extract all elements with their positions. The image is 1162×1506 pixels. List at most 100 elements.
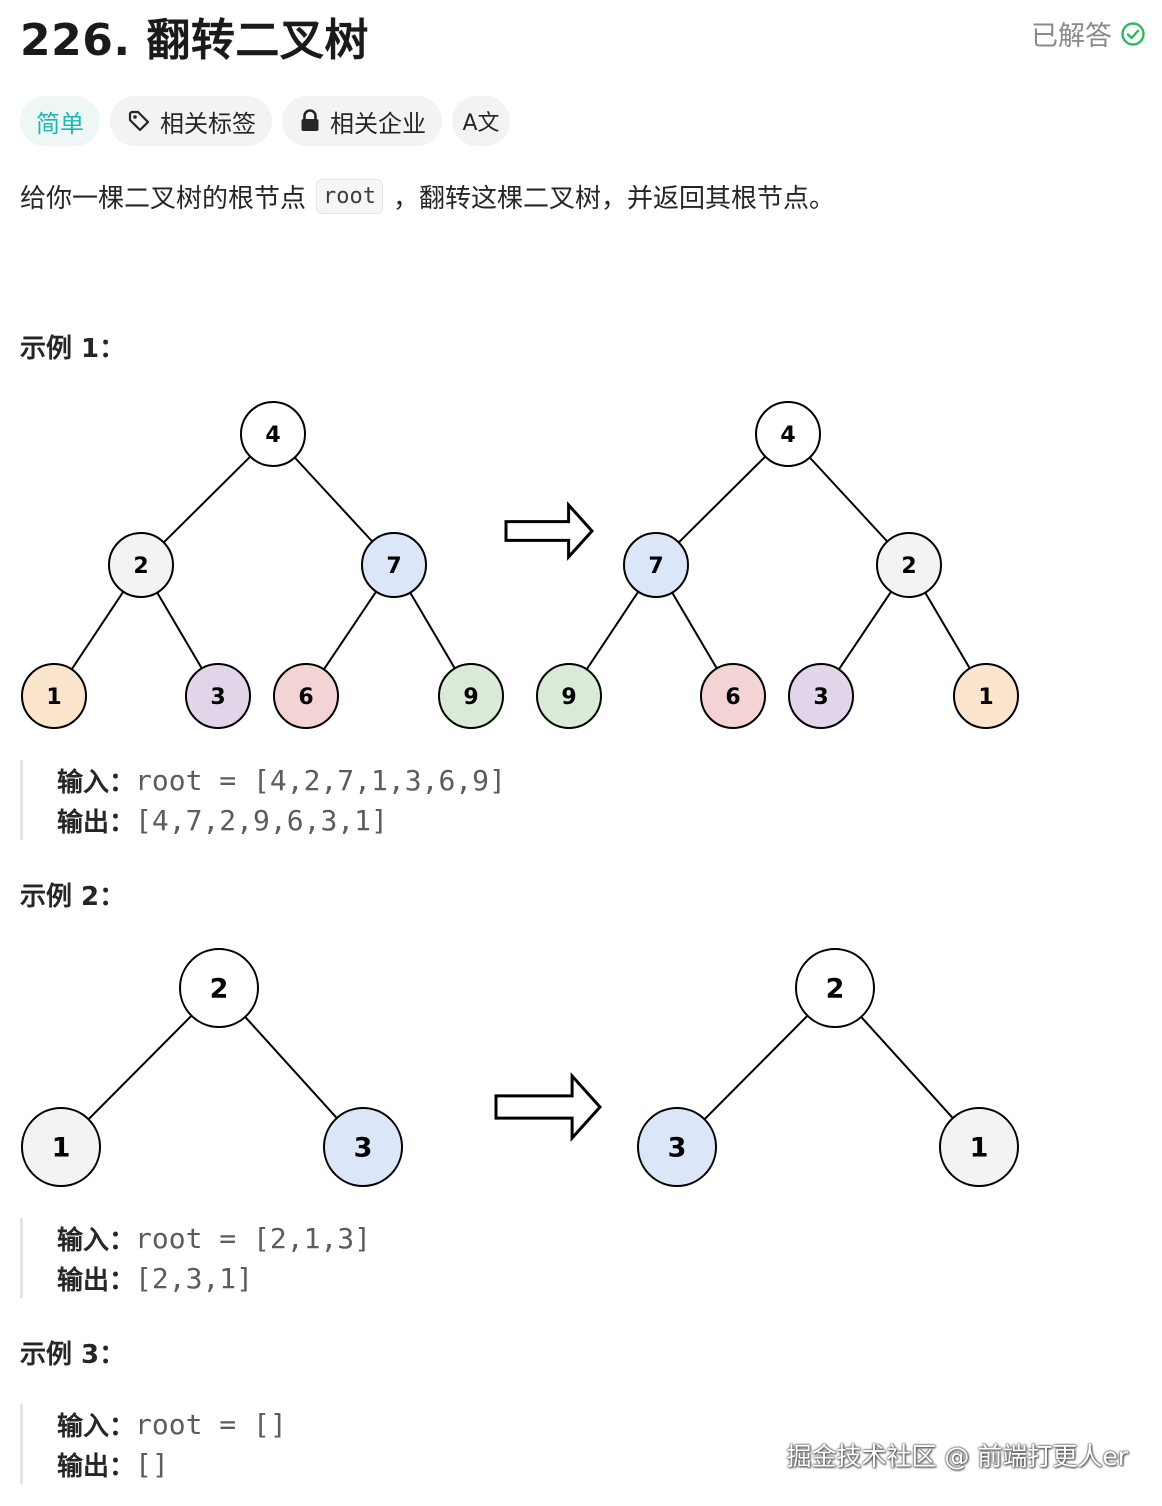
problem-description: 给你一棵二叉树的根节点 root ，翻转这棵二叉树，并返回其根节点。 bbox=[20, 178, 835, 215]
example-1-before-node-label: 2 bbox=[133, 554, 148, 579]
example-2-output: 输出： [2,3,1] bbox=[57, 1258, 371, 1298]
example-1-before-node bbox=[273, 663, 339, 729]
example-1-after-node-label: 3 bbox=[813, 685, 828, 710]
input-label: 输入： bbox=[57, 1411, 136, 1442]
solved-label: 已解答 bbox=[1031, 21, 1112, 52]
difficulty-label: 简单 bbox=[36, 109, 84, 138]
problem-title: 226. 翻转二叉树 bbox=[20, 15, 369, 66]
example-1-before-edge bbox=[409, 592, 456, 669]
example-1-before-node bbox=[21, 663, 87, 729]
example-1-after-node bbox=[788, 663, 854, 729]
input-value: root = [] bbox=[135, 1407, 287, 1441]
example-2-after-edge bbox=[860, 1016, 954, 1119]
example-2-before-node bbox=[21, 1107, 101, 1187]
example-2-after-node-label: 2 bbox=[826, 974, 845, 1005]
translate-button[interactable]: A文 bbox=[452, 96, 510, 146]
example-1-before-edge bbox=[323, 591, 377, 670]
input-label: 输入： bbox=[57, 1225, 136, 1256]
example-2-before-node bbox=[323, 1107, 403, 1187]
example-1-after-edge bbox=[808, 456, 889, 543]
example-2-io: 输入： root = [2,1,3] 输出： [2,3,1] bbox=[20, 1218, 371, 1298]
description-text-after: ，翻转这棵二叉树，并返回其根节点。 bbox=[393, 184, 836, 214]
example-1-before-node bbox=[361, 532, 427, 598]
example-2-title: 示例 2： bbox=[20, 882, 126, 912]
input-label: 输入： bbox=[57, 767, 136, 798]
example-1-after-edge bbox=[585, 591, 640, 670]
example-1-after-node-label: 1 bbox=[978, 685, 993, 710]
example-1-input: 输入： root = [4,2,7,1,3,6,9] bbox=[57, 760, 506, 800]
example-2-before-node-label: 2 bbox=[210, 974, 229, 1005]
example-1-after-node bbox=[623, 532, 689, 598]
example-1-before-edge bbox=[163, 455, 251, 544]
input-value: root = [2,1,3] bbox=[135, 1221, 372, 1255]
example-1-before-node bbox=[185, 663, 251, 729]
example-3-title: 示例 3： bbox=[20, 1340, 126, 1370]
example-1-after-node-label: 7 bbox=[648, 554, 663, 579]
description-text-before: 给你一棵二叉树的根节点 bbox=[20, 184, 307, 214]
example-3-io: 输入： root = [] 输出： [] bbox=[20, 1404, 287, 1484]
example-2-after-node-label: 3 bbox=[668, 1133, 687, 1164]
related-companies-label: 相关企业 bbox=[330, 109, 426, 138]
example-2-input: 输入： root = [2,1,3] bbox=[57, 1218, 371, 1258]
example-3-input: 输入： root = [] bbox=[57, 1404, 287, 1444]
example-1-before-node bbox=[240, 401, 306, 467]
example-1-before-node-label: 3 bbox=[210, 685, 225, 710]
tag-icon bbox=[128, 110, 150, 132]
example-1-after-edge bbox=[924, 592, 971, 669]
related-tags-button[interactable]: 相关标签 bbox=[110, 96, 272, 146]
output-label: 输出： bbox=[57, 807, 136, 838]
output-label: 输出： bbox=[57, 1451, 136, 1482]
example-1-io: 输入： root = [4,2,7,1,3,6,9] 输出： [4,7,2,9,… bbox=[20, 760, 506, 840]
example-1-after-node-label: 6 bbox=[725, 685, 740, 710]
output-label: 输出： bbox=[57, 1265, 136, 1296]
example-1-after-node-label: 9 bbox=[561, 685, 576, 710]
example-1-before-node-label: 6 bbox=[298, 685, 313, 710]
example-1-before-node-label: 4 bbox=[265, 423, 280, 448]
example-1-arrow-icon bbox=[504, 501, 595, 561]
example-1-after-node bbox=[700, 663, 766, 729]
example-2-after-node-label: 1 bbox=[970, 1133, 989, 1164]
example-2-after-node bbox=[939, 1107, 1019, 1187]
example-2-after-node bbox=[637, 1107, 717, 1187]
related-companies-button[interactable]: 相关企业 bbox=[282, 96, 442, 146]
example-1-after-edge bbox=[838, 591, 892, 670]
output-value: [] bbox=[135, 1447, 169, 1481]
example-2-after-edge bbox=[703, 1014, 809, 1121]
example-2-before-node-label: 3 bbox=[354, 1133, 373, 1164]
description-code: root bbox=[316, 179, 383, 214]
example-1-output: 输出： [4,7,2,9,6,3,1] bbox=[57, 800, 506, 840]
example-1-after-edge bbox=[678, 455, 766, 544]
example-1-after-edge bbox=[671, 592, 718, 669]
difficulty-badge[interactable]: 简单 bbox=[20, 96, 100, 146]
example-2-before-edge bbox=[244, 1016, 338, 1119]
example-2-before-node bbox=[179, 948, 259, 1028]
example-2-before-edge bbox=[87, 1014, 193, 1121]
output-value: [4,7,2,9,6,3,1] bbox=[135, 803, 388, 837]
example-1-after-node bbox=[876, 532, 942, 598]
example-2-tree-image: 2 1 3 2 3 1 bbox=[21, 948, 1019, 1187]
related-tags-label: 相关标签 bbox=[160, 109, 256, 138]
example-1-before-edge bbox=[70, 591, 125, 670]
example-1-before-node-label: 1 bbox=[46, 685, 61, 710]
input-value: root = [4,2,7,1,3,6,9] bbox=[135, 763, 506, 797]
example-2-before-node-label: 1 bbox=[52, 1133, 71, 1164]
output-value: [2,3,1] bbox=[135, 1261, 254, 1295]
example-1-after-node-label: 2 bbox=[901, 554, 916, 579]
solved-status: 已解答 bbox=[1031, 14, 1146, 53]
example-3-output: 输出： [] bbox=[57, 1444, 287, 1484]
example-1-after-node bbox=[755, 401, 821, 467]
example-1-before-node bbox=[438, 663, 504, 729]
example-1-before-edge bbox=[293, 456, 374, 543]
example-1-after-node bbox=[536, 663, 602, 729]
example-2-after-node bbox=[795, 948, 875, 1028]
example-1-before-node-label: 9 bbox=[463, 685, 478, 710]
example-1-title: 示例 1： bbox=[20, 334, 126, 364]
example-1-after-node bbox=[953, 663, 1019, 729]
example-1-before-node bbox=[108, 532, 174, 598]
example-2-arrow-icon bbox=[494, 1072, 603, 1142]
example-1-before-edge bbox=[156, 592, 203, 669]
watermark: 掘金技术社区 @ 前端打更人er bbox=[786, 1442, 1128, 1471]
example-1-before-node-label: 7 bbox=[386, 554, 401, 579]
check-circle-icon bbox=[1121, 21, 1145, 46]
